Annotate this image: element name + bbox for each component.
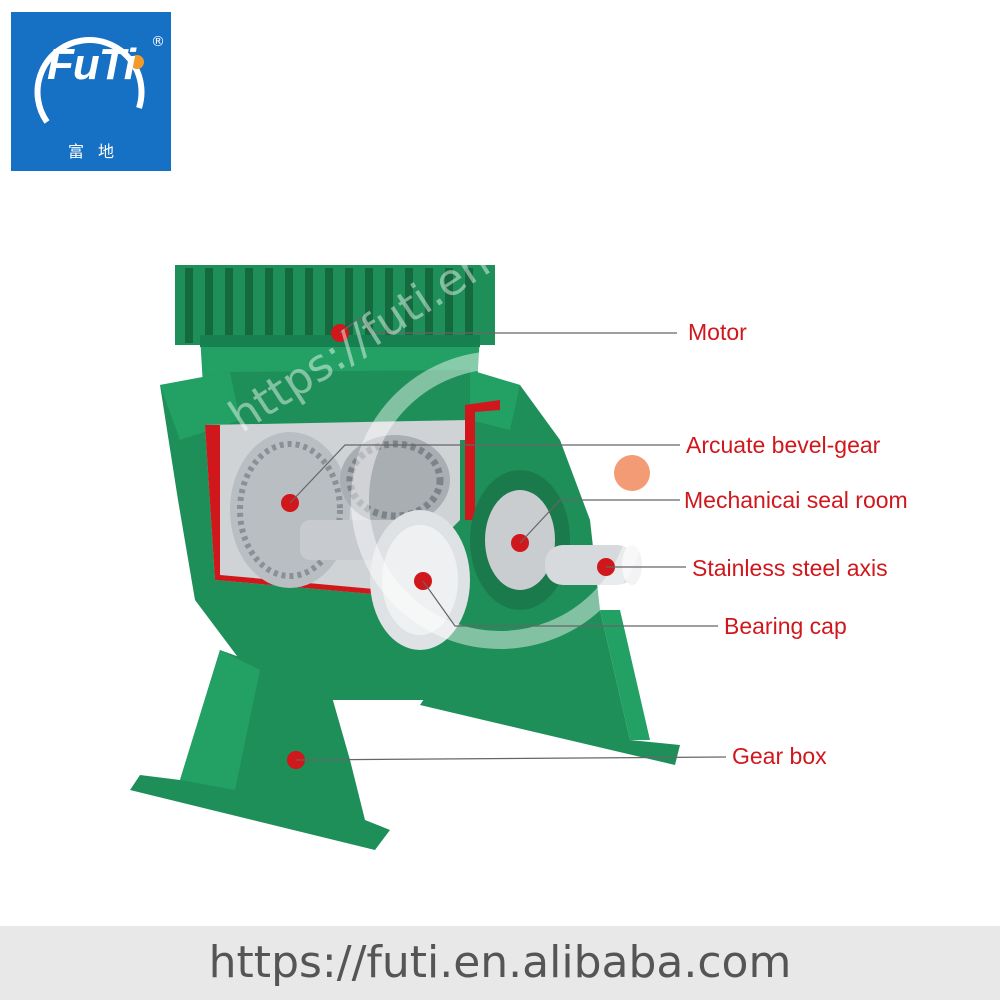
registered-mark: ® [151,34,165,50]
brand-logo: FuTi 富地 ® [11,12,171,171]
callout-arcuate-bevel-gear: Arcuate bevel-gear [686,432,881,458]
gear-box-leader-line [295,756,727,761]
callout-gear-box: Gear box [732,743,827,769]
logo-ring-icon [34,37,145,124]
logo-wordmark: FuTi [46,40,136,89]
footer-url: https://futi.en.alibaba.com [208,937,792,988]
motor-leader-line [339,317,677,334]
callout-mechanical-seal-room: Mechanicai seal room [684,487,908,513]
mechanical-seal-room-leader-line [519,499,680,544]
watermark-dot [614,455,650,491]
arcuate-bevel-gear-leader-line [289,444,680,504]
logo-chinese-name: 富地 [67,142,128,161]
callout-bearing-cap: Bearing cap [724,613,847,639]
callout-motor: Motor [688,319,747,345]
footer-bar: https://futi.en.alibaba.com [0,926,1000,1000]
stainless-steel-axis-illustration [545,545,642,585]
bearing-cap-leader-line [422,580,718,627]
gearbox-stand [130,610,680,850]
callout-stainless-steel-axis: Stainless steel axis [692,555,888,581]
